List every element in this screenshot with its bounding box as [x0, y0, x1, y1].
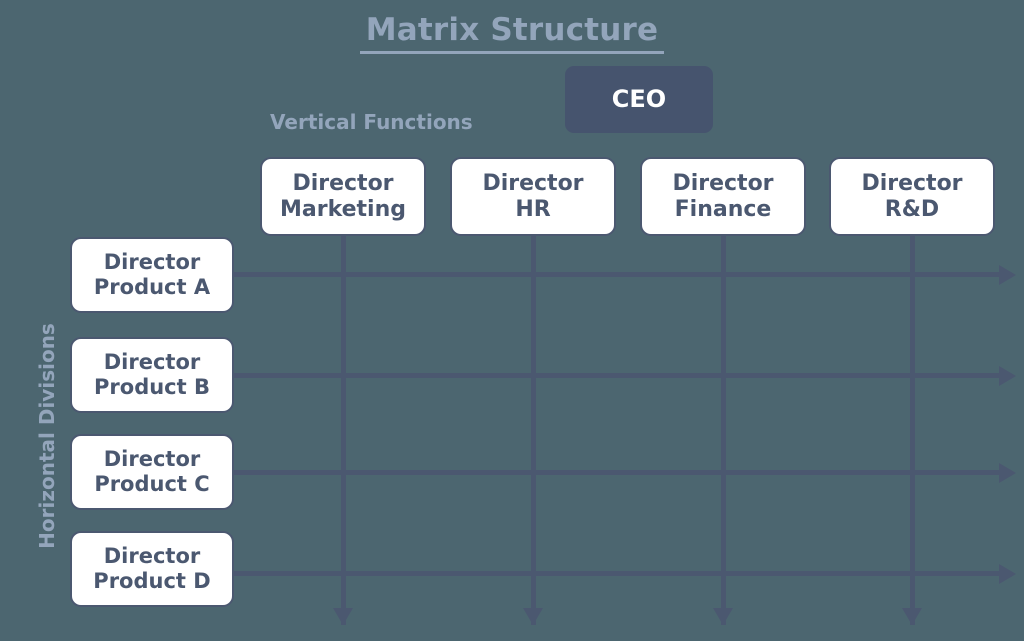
connector-horizontal-product-d	[234, 571, 999, 576]
node-director-marketing-label: Director Marketing	[279, 170, 407, 222]
node-director-product-d-label: Director Product D	[93, 544, 211, 593]
connector-horizontal-product-c	[234, 470, 999, 475]
connector-vertical-finance	[721, 236, 726, 625]
node-ceo-label: CEO	[611, 85, 667, 114]
arrowhead-right-product-d	[999, 564, 1016, 584]
axis-label-horizontal-divisions: Horizontal Divisions	[35, 323, 59, 549]
arrowhead-down-hr	[523, 608, 543, 625]
page-title: Matrix Structure	[0, 12, 1024, 54]
arrowhead-right-product-b	[999, 366, 1016, 386]
node-director-hr-label: Director HR	[482, 170, 584, 222]
node-director-marketing[interactable]: Director Marketing	[260, 157, 426, 236]
arrowhead-down-marketing	[333, 608, 353, 625]
node-director-product-b-label: Director Product B	[94, 350, 210, 399]
connector-vertical-rd	[910, 236, 915, 625]
connector-horizontal-product-a	[234, 272, 999, 277]
node-director-product-d[interactable]: Director Product D	[70, 531, 234, 607]
connector-vertical-marketing	[341, 236, 346, 625]
connector-vertical-hr	[531, 236, 536, 625]
arrowhead-down-finance	[713, 608, 733, 625]
connector-horizontal-product-b	[234, 373, 999, 378]
node-ceo[interactable]: CEO	[565, 66, 713, 133]
node-director-product-c[interactable]: Director Product C	[70, 434, 234, 510]
node-director-product-c-label: Director Product C	[94, 447, 210, 496]
arrowhead-right-product-c	[999, 463, 1016, 483]
node-director-rd-label: Director R&D	[861, 170, 963, 222]
node-director-finance[interactable]: Director Finance	[640, 157, 806, 236]
node-director-finance-label: Director Finance	[672, 170, 774, 222]
axis-label-vertical-functions: Vertical Functions	[270, 110, 473, 134]
node-director-rd[interactable]: Director R&D	[829, 157, 995, 236]
node-director-product-b[interactable]: Director Product B	[70, 337, 234, 413]
node-director-product-a-label: Director Product A	[93, 250, 211, 299]
page-title-text: Matrix Structure	[359, 12, 665, 54]
arrowhead-right-product-a	[999, 265, 1016, 285]
node-director-product-a[interactable]: Director Product A	[70, 237, 234, 313]
arrowhead-down-rd	[902, 608, 922, 625]
node-director-hr[interactable]: Director HR	[450, 157, 616, 236]
